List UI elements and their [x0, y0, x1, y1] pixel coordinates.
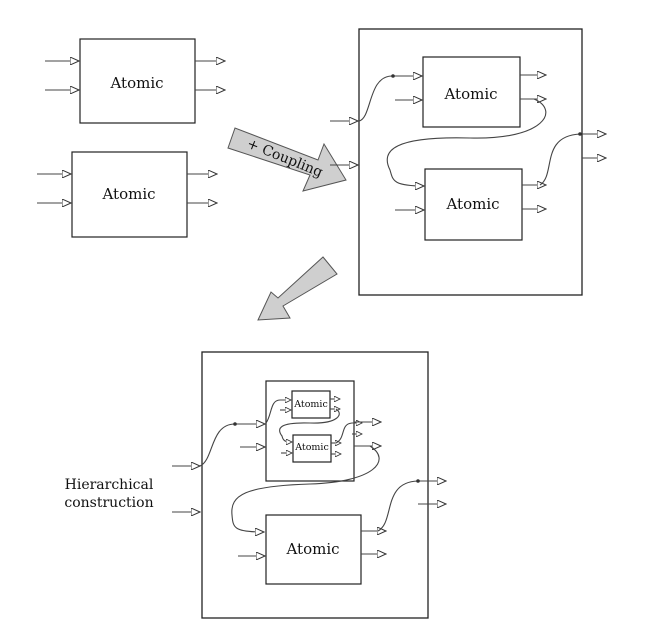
- atomic-label: Atomic: [443, 85, 497, 103]
- atomic-label: Atomic: [293, 399, 328, 410]
- hierarchical-model: Atomic Atomic Atomic: [172, 351, 446, 619]
- atomic-label: Atomic: [285, 540, 339, 558]
- lower-atomic: [265, 514, 362, 585]
- atomic-label: Atomic: [445, 195, 499, 213]
- coupling-arrow: + Coupling: [227, 127, 347, 192]
- inner-atomic-1: [422, 56, 521, 128]
- atomic-label: Atomic: [294, 442, 329, 453]
- eoc-wire: [539, 134, 606, 186]
- coupled-model: Atomic Atomic: [330, 28, 606, 296]
- inner-atomic-2: [424, 168, 523, 241]
- ic-wire: [231, 445, 380, 532]
- nested-coupled-model: Atomic Atomic: [265, 380, 362, 482]
- atomic-model-1: Atomic: [45, 38, 225, 124]
- ic-wire: [386, 98, 547, 186]
- atomic-label: Atomic: [109, 74, 163, 92]
- atomic-label: Atomic: [101, 185, 155, 203]
- hierarchy-arrow: [257, 256, 338, 321]
- hierarchical-caption-line1: Hierarchical: [65, 477, 154, 493]
- hierarchical-caption-line2: construction: [64, 495, 153, 511]
- atomic-model-2: Atomic: [37, 151, 217, 238]
